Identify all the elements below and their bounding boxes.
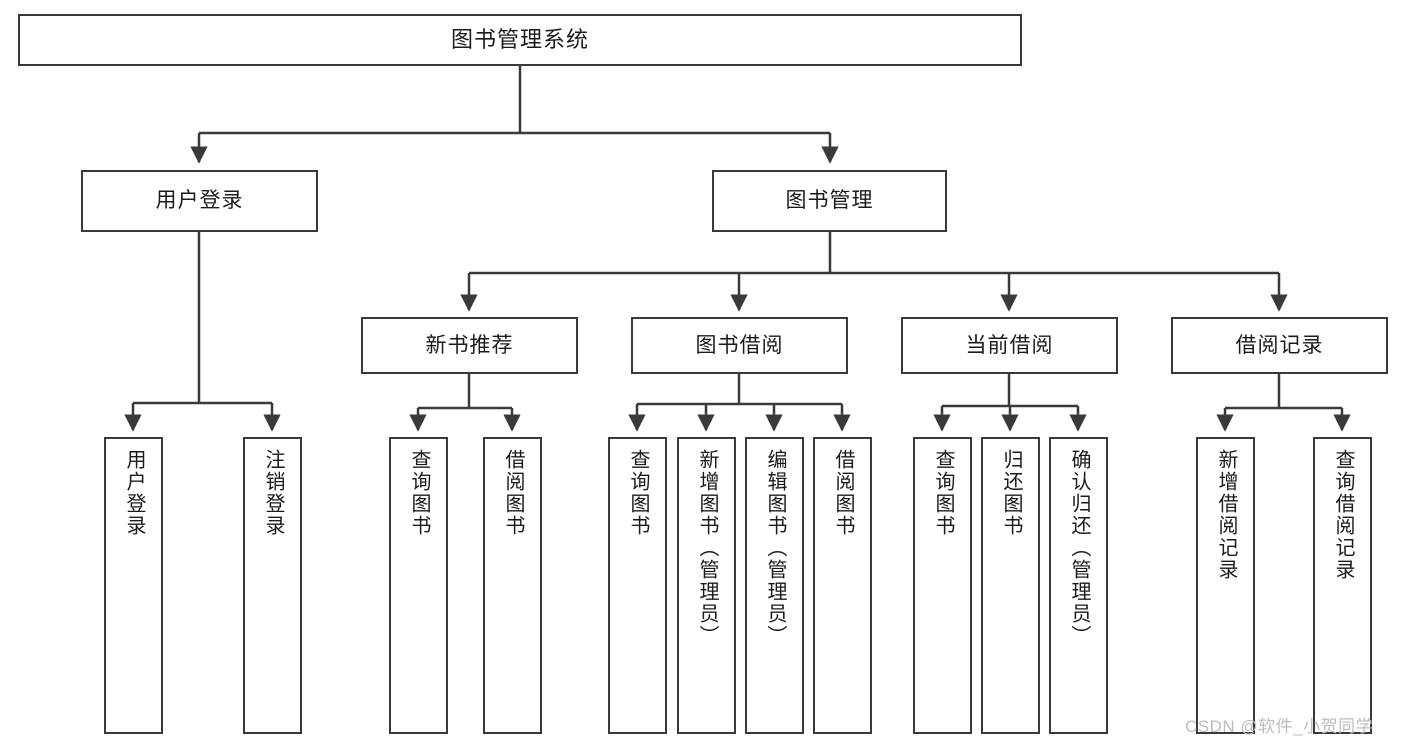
leaf-borrow-add-book[interactable]: 新增图书（管理员） (677, 437, 736, 734)
leaf-borrow-borrow-book[interactable]: 借阅图书 (813, 437, 872, 734)
leaf-borrow-edit-book[interactable]: 编辑图书（管理员） (745, 437, 804, 734)
node-book-management[interactable]: 图书管理 (712, 170, 947, 232)
node-label: 图书管理 (785, 189, 874, 213)
leaf-recommend-borrow-book[interactable]: 借阅图书 (483, 437, 542, 734)
node-user-login[interactable]: 用户登录 (81, 170, 318, 232)
node-root-system[interactable]: 图书管理系统 (18, 14, 1022, 66)
leaf-borrow-query-book[interactable]: 查询图书 (608, 437, 667, 734)
leaf-current-return-book[interactable]: 归还图书 (981, 437, 1040, 734)
node-label: 图书借阅 (695, 333, 784, 357)
leaf-recommend-query-book[interactable]: 查询图书 (389, 437, 448, 734)
node-label: 查询借阅记录 (1332, 449, 1354, 581)
node-label: 借阅图书 (502, 449, 524, 537)
node-label: 新增图书（管理员） (696, 449, 718, 647)
node-label: 新书推荐 (425, 333, 514, 357)
leaf-record-add-record[interactable]: 新增借阅记录 (1196, 437, 1255, 734)
node-label: 查询图书 (932, 449, 954, 537)
node-label: 图书管理系统 (450, 26, 589, 52)
node-label: 借阅图书 (832, 449, 854, 537)
node-label: 用户登录 (155, 189, 244, 213)
leaf-user-login[interactable]: 用户登录 (104, 437, 163, 734)
node-new-book-recommend[interactable]: 新书推荐 (361, 317, 578, 374)
node-label: 查询图书 (627, 449, 649, 537)
node-label: 查询图书 (408, 449, 430, 537)
node-label: 新增借阅记录 (1215, 449, 1237, 581)
node-current-borrow[interactable]: 当前借阅 (901, 317, 1118, 374)
node-label: 借阅记录 (1235, 333, 1324, 357)
leaf-current-confirm-return[interactable]: 确认归还（管理员） (1049, 437, 1108, 734)
node-book-borrow[interactable]: 图书借阅 (631, 317, 848, 374)
node-label: 注销登录 (262, 449, 284, 537)
node-label: 归还图书 (1000, 449, 1022, 537)
node-label: 当前借阅 (965, 333, 1054, 357)
leaf-current-query-book[interactable]: 查询图书 (913, 437, 972, 734)
leaf-logout[interactable]: 注销登录 (243, 437, 302, 734)
node-borrow-record[interactable]: 借阅记录 (1171, 317, 1388, 374)
node-label: 确认归还（管理员） (1068, 449, 1090, 647)
node-label: 用户登录 (123, 449, 145, 537)
node-label: 编辑图书（管理员） (764, 449, 786, 647)
leaf-record-query-record[interactable]: 查询借阅记录 (1313, 437, 1372, 734)
watermark: CSDN @软件_小贺同学 (1185, 717, 1374, 736)
